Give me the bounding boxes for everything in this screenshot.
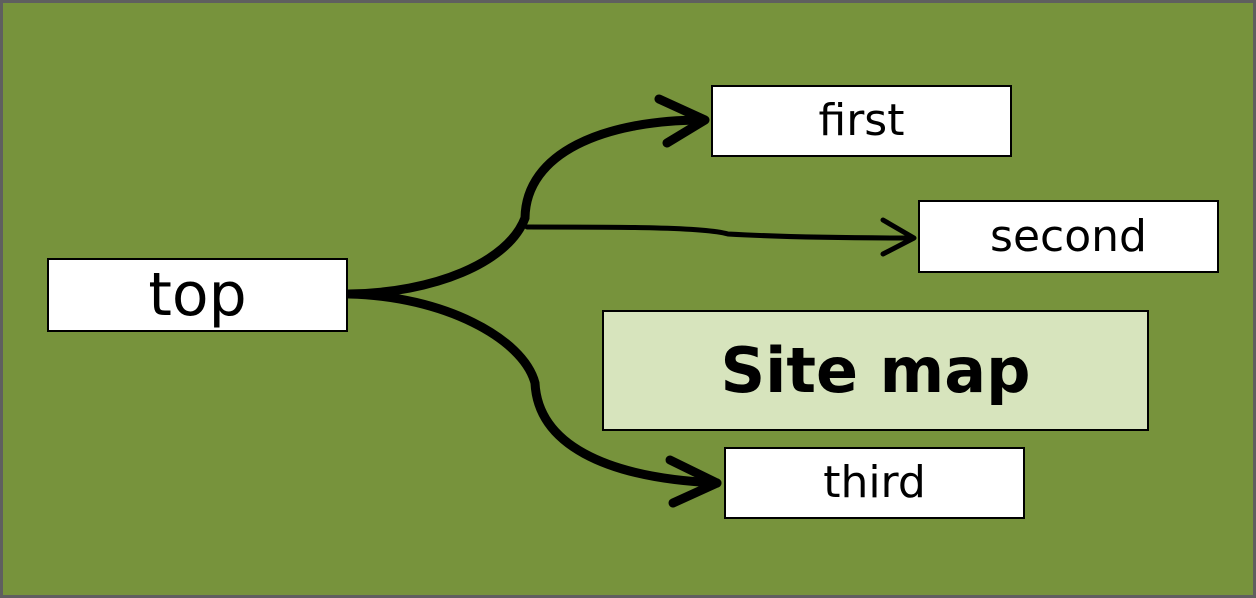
node-second-label: second [990,210,1147,262]
diagram-title-box: Site map [602,310,1149,431]
edge-top-third [344,289,722,488]
arrowhead-second [880,217,917,257]
node-top: top [47,258,348,332]
edge-top-second [524,224,916,241]
node-top-label: top [148,260,247,330]
node-second: second [918,200,1219,273]
node-first-label: first [818,95,905,146]
connector-layer [344,94,917,508]
arrowhead-first [654,94,710,148]
edge-top-first [344,115,708,299]
arrowhead-third [665,455,722,508]
node-first: first [711,85,1012,157]
node-third-label: third [823,457,926,508]
diagram-title: Site map [720,334,1031,407]
node-third: third [724,447,1025,519]
